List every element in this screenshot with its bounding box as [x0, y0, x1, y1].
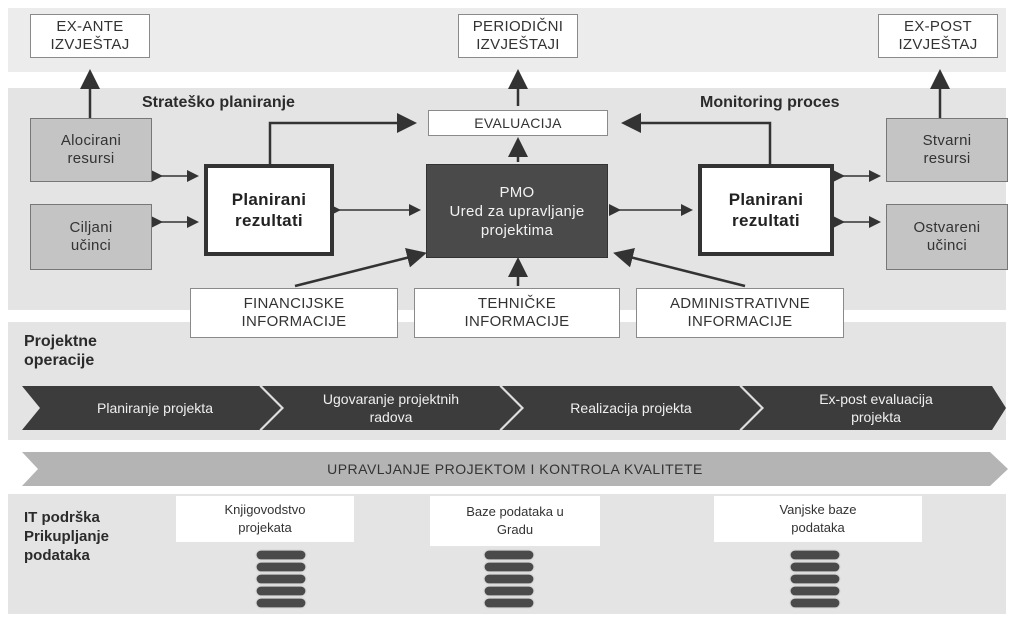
it-label: IT podrška Prikupljanje podataka [24, 509, 110, 564]
planirani-left-box: Planirani rezultati [204, 164, 334, 256]
db-icon-grad [483, 549, 535, 609]
expost-report: EX-POST IZVJEŠTAJ [878, 14, 998, 58]
planirani-right-box: Planirani rezultati [698, 164, 834, 256]
step-realizacija: Realizacija projekta [570, 400, 692, 416]
process-chevrons [22, 385, 1006, 431]
database-icons [255, 549, 841, 609]
evaluacija-box: EVALUACIJA [428, 110, 608, 136]
chevron-4 [742, 386, 1006, 430]
db-icon-vanjske [789, 549, 841, 609]
db-label-knjigovodstvo: Knjigovodstvo projekata [176, 496, 354, 542]
db-label-grad: Baze podataka u Gradu [430, 496, 600, 546]
ostvareni-box: Ostvareni učinci [886, 204, 1008, 270]
monitoring-label: Monitoring proces [700, 94, 840, 111]
step-ugovaranje: Ugovaranje projektnih radova [322, 391, 460, 425]
exante-report: EX-ANTE IZVJEŠTAJ [30, 14, 150, 58]
step-expost: Ex-post evaluacija projekta [819, 391, 933, 425]
db-label-vanjske: Vanjske baze podataka [714, 496, 922, 542]
db-icon-knjigovodstvo [255, 549, 307, 609]
quality-arrow [22, 452, 1008, 486]
chevron-2 [262, 386, 522, 430]
chevron-1 [22, 386, 282, 430]
ciljani-box: Ciljani učinci [30, 204, 152, 270]
strateski-label: Strateško planiranje [142, 94, 295, 111]
stvarni-box: Stvarni resursi [886, 118, 1008, 182]
financijske-info-box: FINANCIJSKE INFORMACIJE [190, 288, 398, 338]
quality-label: UPRAVLJANJE PROJEKTOM I KONTROLA KVALITE… [327, 461, 703, 477]
projektne-label: Projektne operacije [24, 333, 97, 369]
chevron-3 [502, 386, 762, 430]
alocirani-box: Alocirani resursi [30, 118, 152, 182]
periodicni-report: PERIODIČNI IZVJEŠTAJI [458, 14, 578, 58]
tehnicke-info-box: TEHNIČKE INFORMACIJE [414, 288, 620, 338]
step-planiranje: Planiranje projekta [97, 400, 213, 416]
administrativne-info-box: ADMINISTRATIVNE INFORMACIJE [636, 288, 844, 338]
pmo-box: PMO Ured za upravljanje projektima [426, 164, 608, 258]
